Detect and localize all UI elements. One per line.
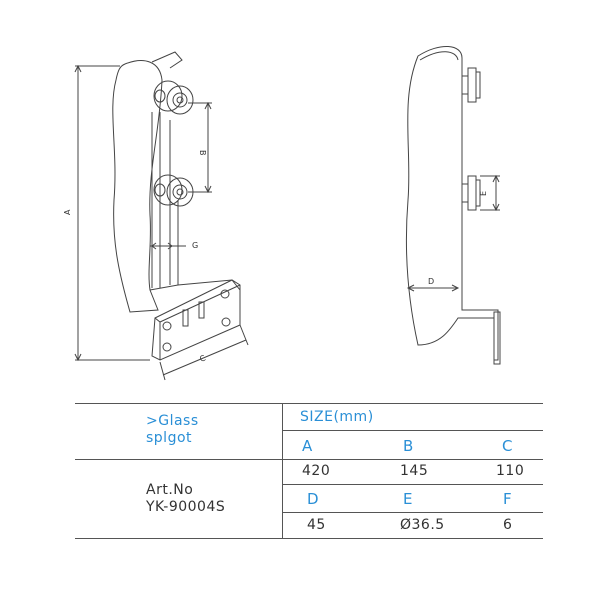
side-profile [405,46,499,361]
val-b: 145 [400,463,429,479]
product-line-2: splgot [146,430,193,446]
side-base-flange [493,311,501,365]
dim-e-label: E [479,191,488,196]
col-head-c: C [502,437,513,455]
col-head-e: E [403,490,413,508]
dim-a-label: A [63,209,72,215]
art-label: Art.No [146,482,194,498]
table-column-divider [282,403,283,539]
dim-g [150,242,186,250]
col-head-a: A [302,437,313,455]
dim-c-label: C [198,353,207,364]
side-view [405,46,501,365]
front-base-plate [151,279,241,361]
col-head-b: B [403,437,414,455]
table-top-border [75,403,543,404]
front-view [74,51,249,381]
dim-a [74,64,150,362]
dim-b [188,101,212,194]
table-size-divider [282,430,543,431]
size-header: SIZE(mm) [300,409,374,425]
table-row3-divider [282,512,543,513]
val-a: 420 [302,463,331,479]
side-top-clamp [461,67,481,103]
table-bottom-border [75,538,543,539]
technical-drawing: A B G C D E [63,46,501,381]
product-line-1: >Glass [146,413,199,429]
dim-g-label: G [192,241,198,250]
dim-e [480,174,500,212]
dim-c [159,324,249,381]
val-d: 45 [307,517,326,533]
front-top-edge [151,51,183,69]
dim-b-label: B [198,150,207,156]
table-row2-divider [282,484,543,485]
table-mid-divider [75,459,543,460]
dim-d-label: D [428,277,434,286]
side-lower-clamp [461,175,481,211]
front-upright-body [112,60,163,313]
dim-d [406,284,460,292]
col-head-f: F [503,490,512,508]
col-head-d: D [307,490,319,508]
val-f: 6 [503,517,513,533]
val-e: Ø36.5 [400,517,445,533]
front-top-clamp [153,80,194,115]
val-c: 110 [496,463,525,479]
art-value: YK-90004S [146,499,226,515]
